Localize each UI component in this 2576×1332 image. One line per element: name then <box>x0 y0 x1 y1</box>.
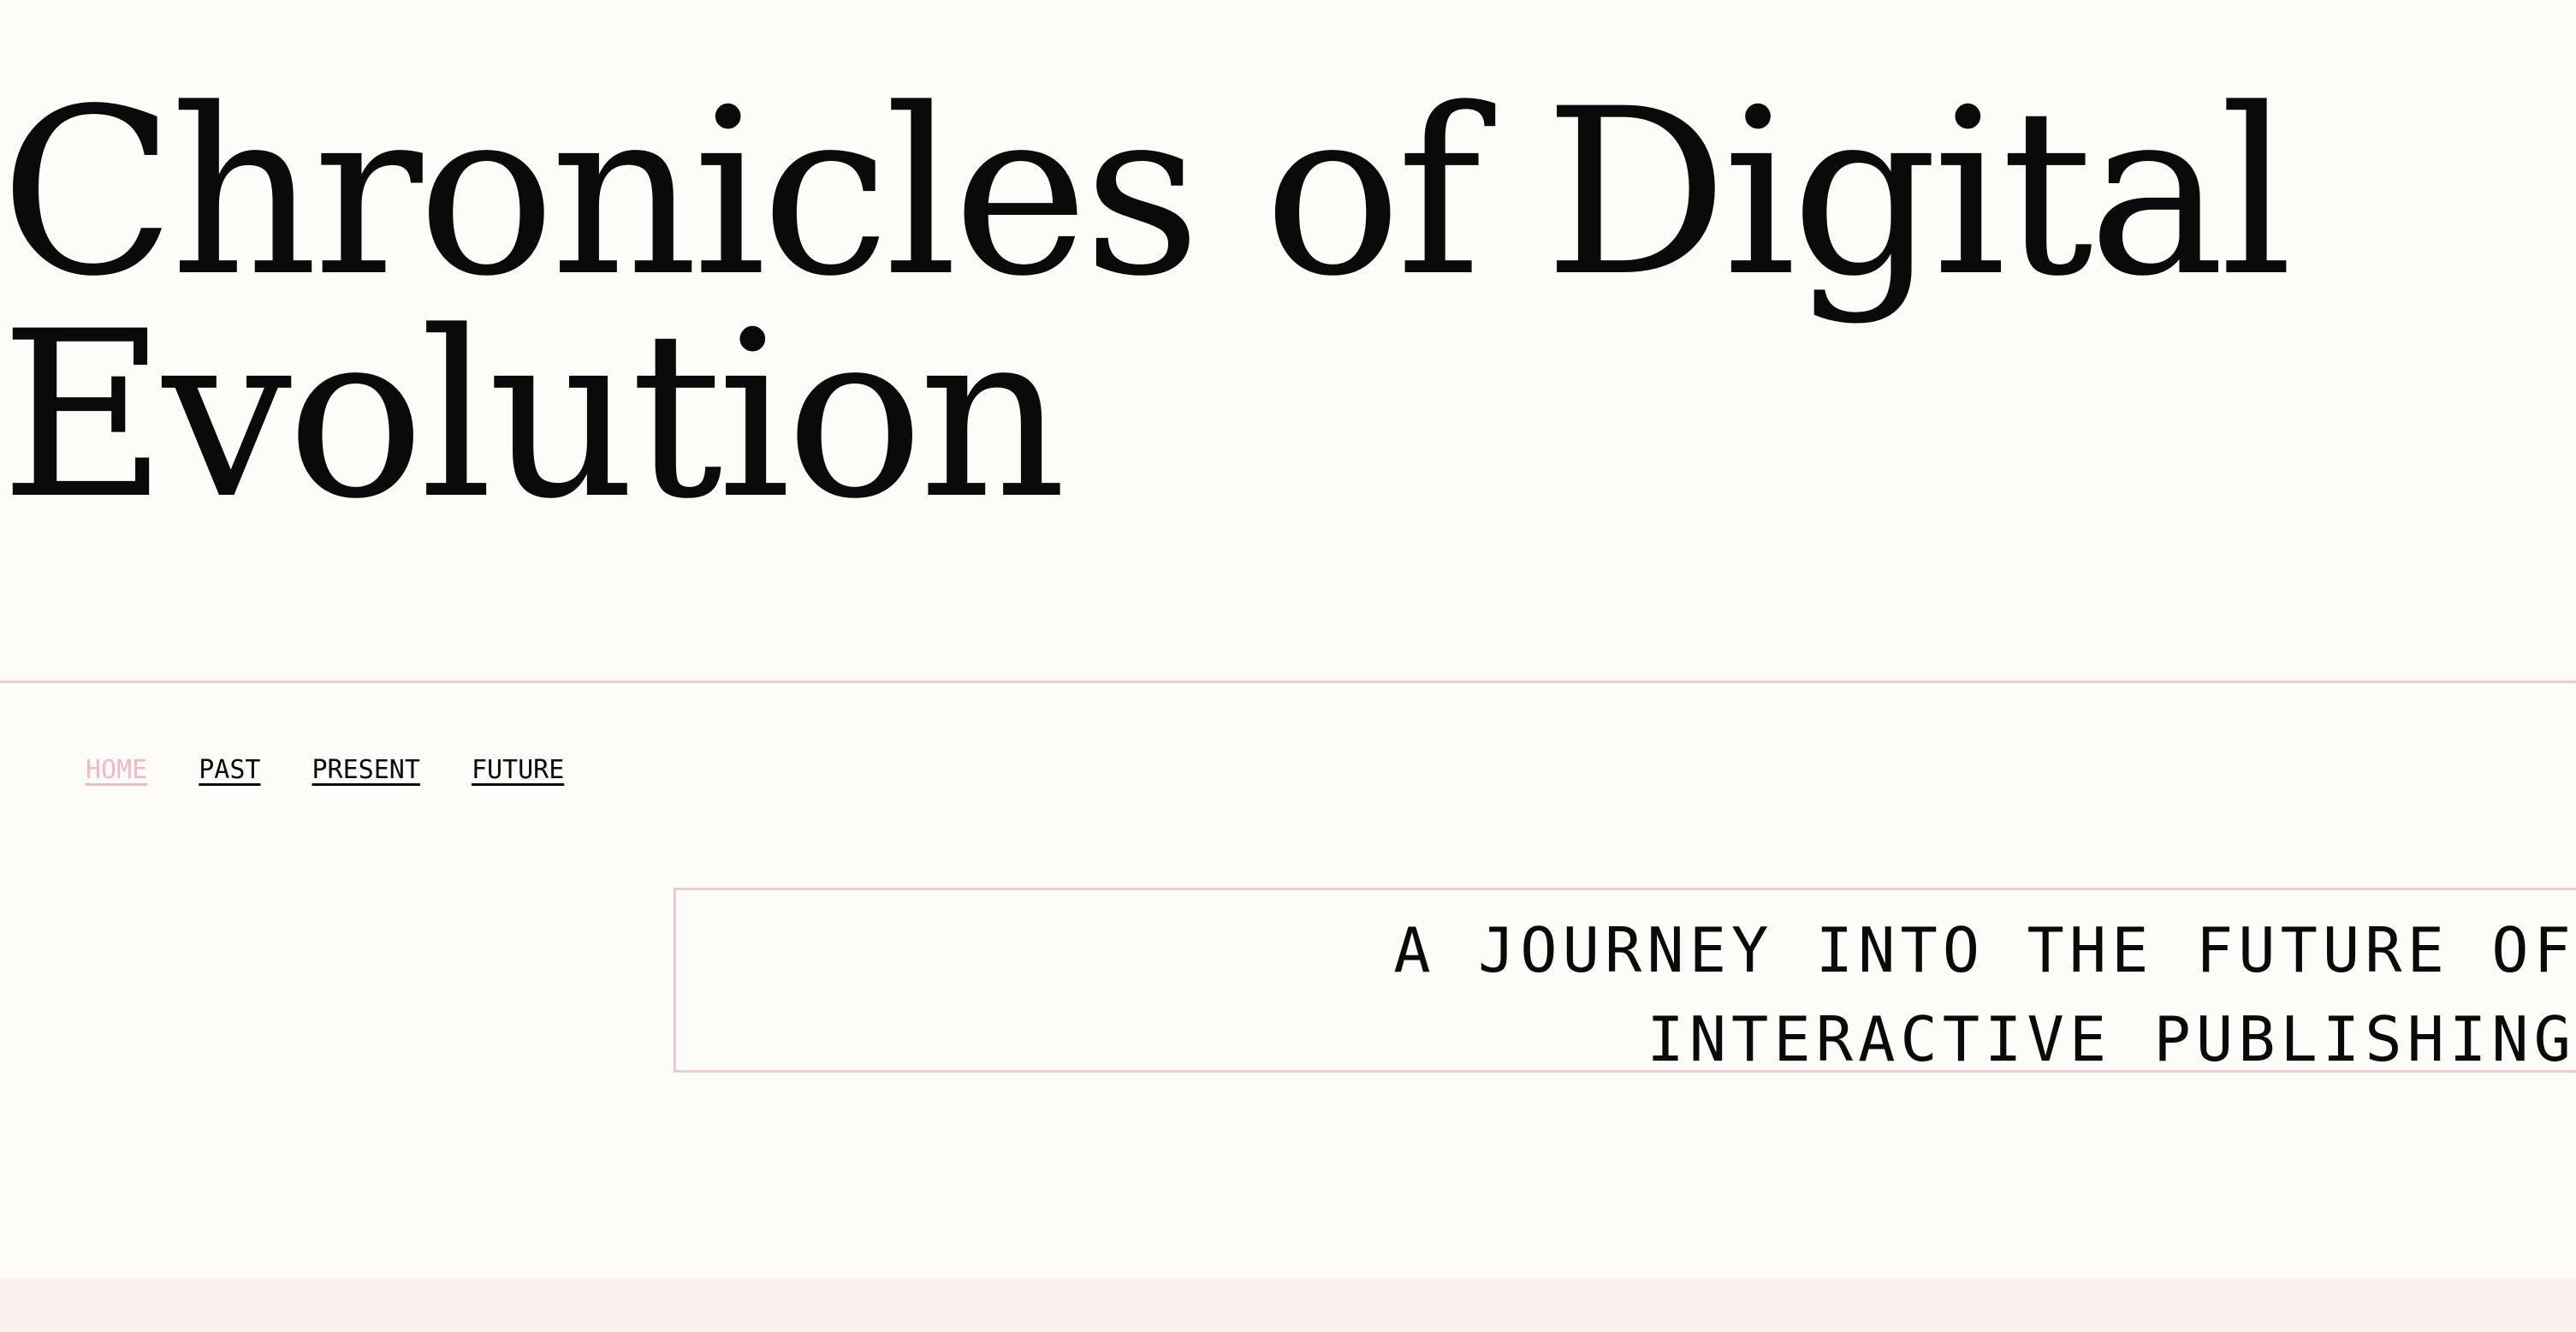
nav-link-home[interactable]: HOME <box>86 755 148 785</box>
next-section-strip <box>0 1277 2576 1332</box>
header-divider <box>0 681 2576 683</box>
main-nav: HOME PAST PRESENT FUTURE <box>86 752 564 789</box>
nav-link-present[interactable]: PRESENT <box>312 755 420 785</box>
page-title-line-1: Chronicles of Digital <box>0 60 2293 327</box>
page-title: Chronicles of Digital Evolution <box>0 60 2576 550</box>
tagline-box: A JOURNEY INTO THE FUTURE OF INTERACTIVE… <box>674 888 2576 1075</box>
tagline: A JOURNEY INTO THE FUTURE OF INTERACTIVE… <box>1393 906 2576 1084</box>
nav-link-past[interactable]: PAST <box>199 755 261 785</box>
tagline-line-2: INTERACTIVE PUBLISHING <box>1647 1003 2576 1075</box>
tagline-line-1: A JOURNEY INTO THE FUTURE OF <box>1393 914 2576 986</box>
nav-link-future[interactable]: FUTURE <box>471 755 565 785</box>
page-title-line-2: Evolution <box>0 282 1066 550</box>
